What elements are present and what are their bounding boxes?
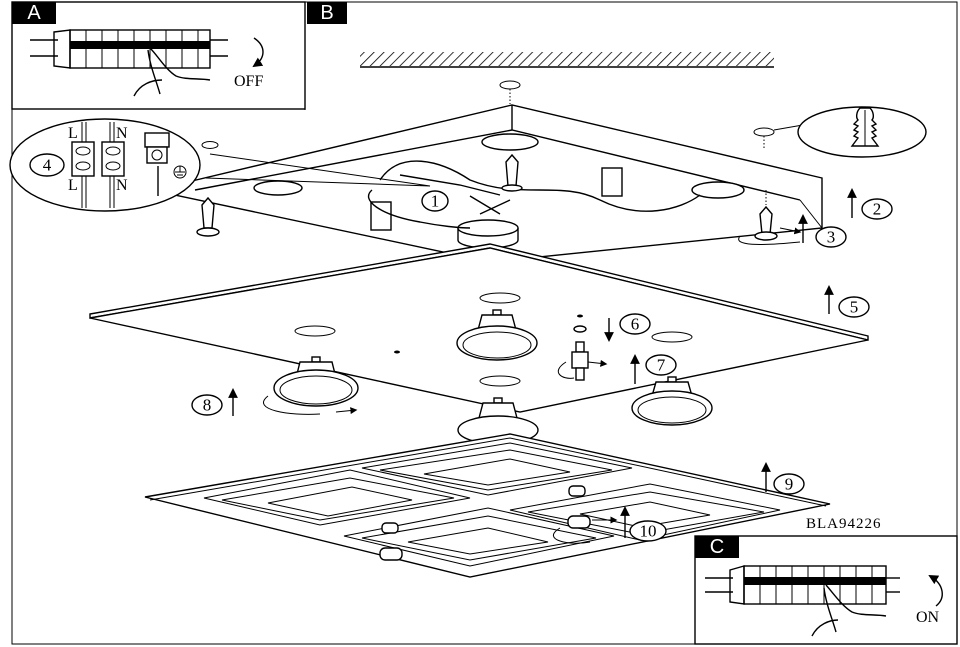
panel-c-tag-bg [695,536,739,558]
wall-plug-icon [850,107,880,147]
step-8: 8 [191,394,223,416]
svg-text:1: 1 [431,192,440,211]
svg-text:7: 7 [657,356,666,375]
panel-b-frame [11,1,958,645]
step-5: 5 [838,296,870,318]
breaker-panel-icon [30,29,228,69]
screw-icon [738,190,802,245]
step-7: 7 [645,354,677,376]
on-label: ON [916,609,940,626]
svg-text:4: 4 [43,156,52,175]
svg-text:9: 9 [785,475,794,494]
off-label: OFF [234,73,263,90]
step-9: 9 [773,473,805,495]
screw-icon [501,153,523,192]
step-4: 4 [29,153,65,177]
wall-plug-detail [773,106,927,158]
screw-icon [196,196,220,237]
curved-arrow-up-icon [928,575,943,607]
ceiling-holes [201,80,775,150]
step-3: 3 [815,226,847,248]
front-panel [144,433,831,578]
svg-text:2: 2 [873,200,882,219]
svg-text:6: 6 [631,315,640,334]
hand-icon [133,47,211,97]
svg-text:10: 10 [640,522,657,541]
gu10-bulb [263,356,359,415]
step-1: 1 [421,190,449,212]
panel-b-tag: B [320,2,333,24]
neutral-label-bottom: N [116,177,128,194]
live-label-top: L [68,125,78,142]
socket [691,181,745,199]
socket [253,180,303,196]
panel-a-tag: A [27,2,41,24]
earth-ground-icon [173,165,187,179]
terminal-block-detail: L N L N [9,118,431,212]
svg-text:3: 3 [827,228,836,247]
panel-c-tag: C [710,536,724,558]
live-label-bottom: L [68,177,78,194]
panel-a-tag-bg [12,2,56,24]
panel-b-tag-bg [307,2,347,24]
gu10-bulb [631,376,713,426]
socket [481,133,539,151]
neutral-label-top: N [116,125,128,142]
threaded-spacer [557,341,608,381]
panel-c: C ON [694,535,958,645]
step-6: 6 [619,313,651,335]
ceiling-surface [360,52,774,68]
svg-text:8: 8 [203,396,212,415]
gu10-bulb [456,309,538,361]
step-2: 2 [861,198,893,220]
hand-icon [811,584,887,637]
svg-text:5: 5 [850,298,859,317]
mounting-base [174,104,823,263]
curved-arrow-down-icon [252,37,264,68]
model-number: BLA94226 [806,516,882,532]
panel-a: A OFF [11,1,306,110]
step-10: 10 [629,520,667,542]
breaker-panel-icon [705,565,900,605]
